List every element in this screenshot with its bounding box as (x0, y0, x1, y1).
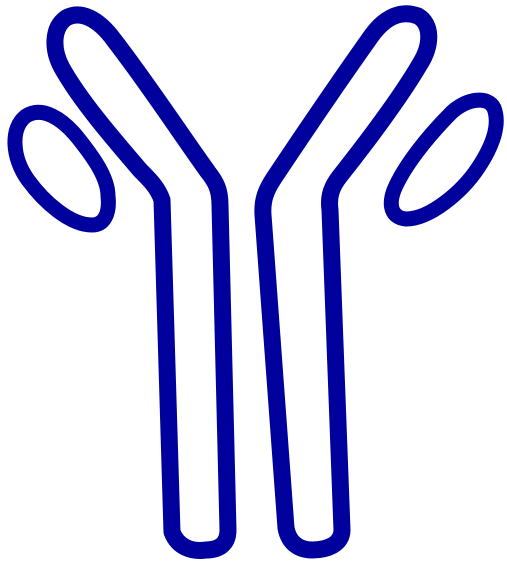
right-light-chain (391, 100, 496, 219)
left-heavy-chain (55, 15, 228, 551)
left-light-chain (15, 112, 108, 225)
right-heavy-chain (263, 14, 429, 550)
